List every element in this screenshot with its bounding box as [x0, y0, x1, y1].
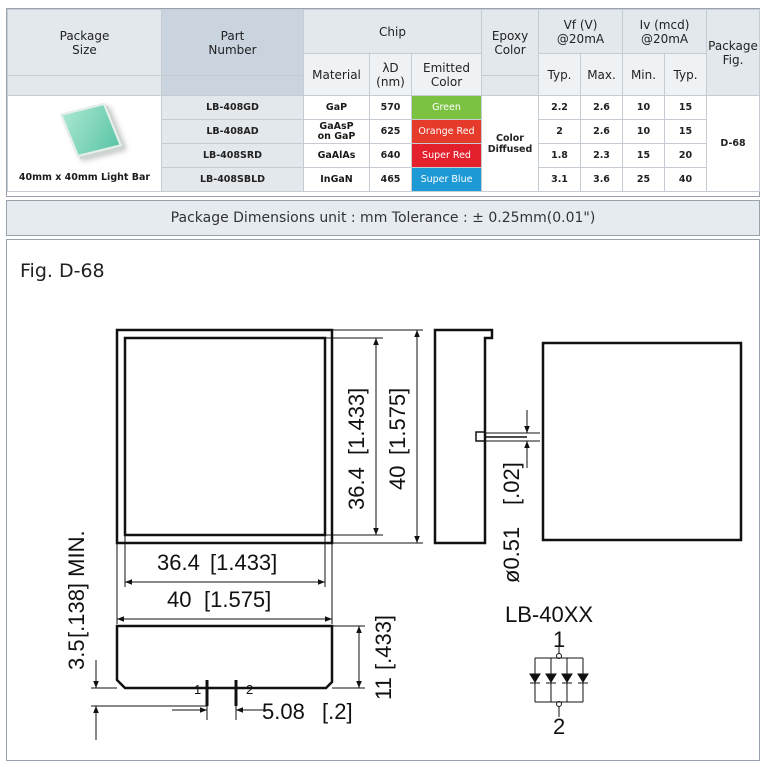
side-view — [433, 328, 494, 545]
dim-inner-height: 36.4 — [344, 467, 369, 510]
pin1-label: 1 — [194, 682, 201, 697]
vf-typ-cell: 3.1 — [538, 167, 581, 192]
header-vf: Vf (V)@20mA — [537, 9, 624, 54]
lambda-cell: 625 — [369, 119, 412, 144]
material-cell: InGaN — [303, 167, 370, 192]
header-iv-typ: Typ. — [664, 53, 708, 96]
header-iv: Iv (mcd)@20mA — [622, 9, 708, 54]
header-iv-min: Min. — [622, 53, 666, 96]
header-epoxy-cont — [481, 75, 539, 96]
iv-min-cell: 10 — [622, 119, 666, 144]
back-view — [541, 341, 743, 542]
dimension-drawing: 36.4 [1.433] 40 [1.575] 36.4 [1.433] 40 … — [64, 328, 743, 740]
header-material: Material — [303, 53, 370, 96]
dim-pitch: 5.08 — [262, 699, 305, 724]
schematic-pin1: 1 — [553, 627, 565, 652]
iv-min-cell: 10 — [622, 95, 666, 120]
color-swatch-super-red: Super Red — [411, 143, 482, 168]
figure-label: Fig. D-68 — [20, 260, 105, 282]
header-lambda: λD(nm) — [369, 53, 412, 96]
part-number-cell: LB-408SBLD — [161, 167, 304, 192]
package-image-cell: 40mm x 40mm Light Bar — [7, 95, 162, 192]
part-number-cell: LB-408SRD — [161, 143, 304, 168]
dim-inner-width-in: [1.433] — [210, 550, 277, 575]
color-swatch-orange-red: Orange Red — [411, 119, 482, 144]
color-swatch-green: Green — [411, 95, 482, 120]
part-number-cell: LB-408GD — [161, 95, 304, 120]
vf-typ-cell: 2.2 — [538, 95, 581, 120]
led-schematic — [529, 643, 589, 717]
dimensions-text: Package Dimensions unit : mm Tolerance :… — [170, 210, 596, 226]
iv-typ-cell: 40 — [664, 167, 708, 192]
dim-pin-dia-in: [.02] — [499, 462, 524, 505]
package-fig-cell: D-68 — [706, 95, 761, 192]
drawing-panel: Fig. D-68 — [6, 239, 760, 761]
dim-pin-dia: ø0.51 — [499, 527, 524, 583]
dim-depth-in: [.433] — [371, 615, 396, 670]
header-part-number-cont — [161, 75, 304, 96]
light-bar-image — [59, 102, 123, 157]
iv-min-cell: 25 — [622, 167, 666, 192]
vf-max-cell: 2.3 — [579, 143, 624, 168]
vf-max-cell: 2.6 — [579, 95, 624, 120]
iv-typ-cell: 15 — [664, 119, 708, 144]
color-swatch-super-blue: Super Blue — [411, 167, 482, 192]
header-chip: Chip — [303, 9, 482, 54]
bottom-view — [115, 624, 334, 690]
front-view-inner — [123, 336, 327, 537]
dimensions-bar: Package Dimensions unit : mm Tolerance :… — [6, 200, 760, 236]
iv-min-cell: 15 — [622, 143, 666, 168]
vf-typ-cell: 1.8 — [538, 143, 581, 168]
dim-pitch-in: [.2] — [322, 699, 353, 724]
dim-outer-width: 40 — [167, 587, 191, 612]
schematic-title: LB-40XX — [505, 602, 593, 627]
header-vf-max: Max. — [579, 53, 624, 96]
dim-depth: 11 — [371, 677, 396, 700]
dim-lead-length: 3.5 — [64, 639, 89, 670]
lambda-cell: 570 — [369, 95, 412, 120]
dim-inner-height-in: [1.433] — [344, 388, 369, 455]
lambda-cell: 640 — [369, 143, 412, 168]
pin2-label: 2 — [246, 682, 253, 697]
vf-max-cell: 3.6 — [579, 167, 624, 192]
header-package-size-cont — [7, 75, 162, 96]
front-view-outer — [115, 328, 334, 545]
lambda-cell: 465 — [369, 167, 412, 192]
iv-typ-cell: 15 — [664, 95, 708, 120]
material-cell: GaP — [303, 95, 370, 120]
iv-typ-cell: 20 — [664, 143, 708, 168]
dim-outer-height-in: [1.575] — [385, 388, 410, 455]
vf-typ-cell: 2 — [538, 119, 581, 144]
vf-max-cell: 2.6 — [579, 119, 624, 144]
material-cell: GaAlAs — [303, 143, 370, 168]
package-caption: 40mm x 40mm Light Bar — [18, 171, 151, 183]
dim-lead-length-in: [.138] MIN. — [64, 530, 89, 638]
dim-outer-width-in: [1.575] — [204, 587, 271, 612]
dim-inner-width: 36.4 — [157, 550, 200, 575]
dim-outer-height: 40 — [385, 466, 410, 490]
part-number-cell: LB-408AD — [161, 119, 304, 144]
schematic-pin2: 2 — [553, 714, 565, 739]
header-vf-typ: Typ. — [538, 53, 581, 96]
